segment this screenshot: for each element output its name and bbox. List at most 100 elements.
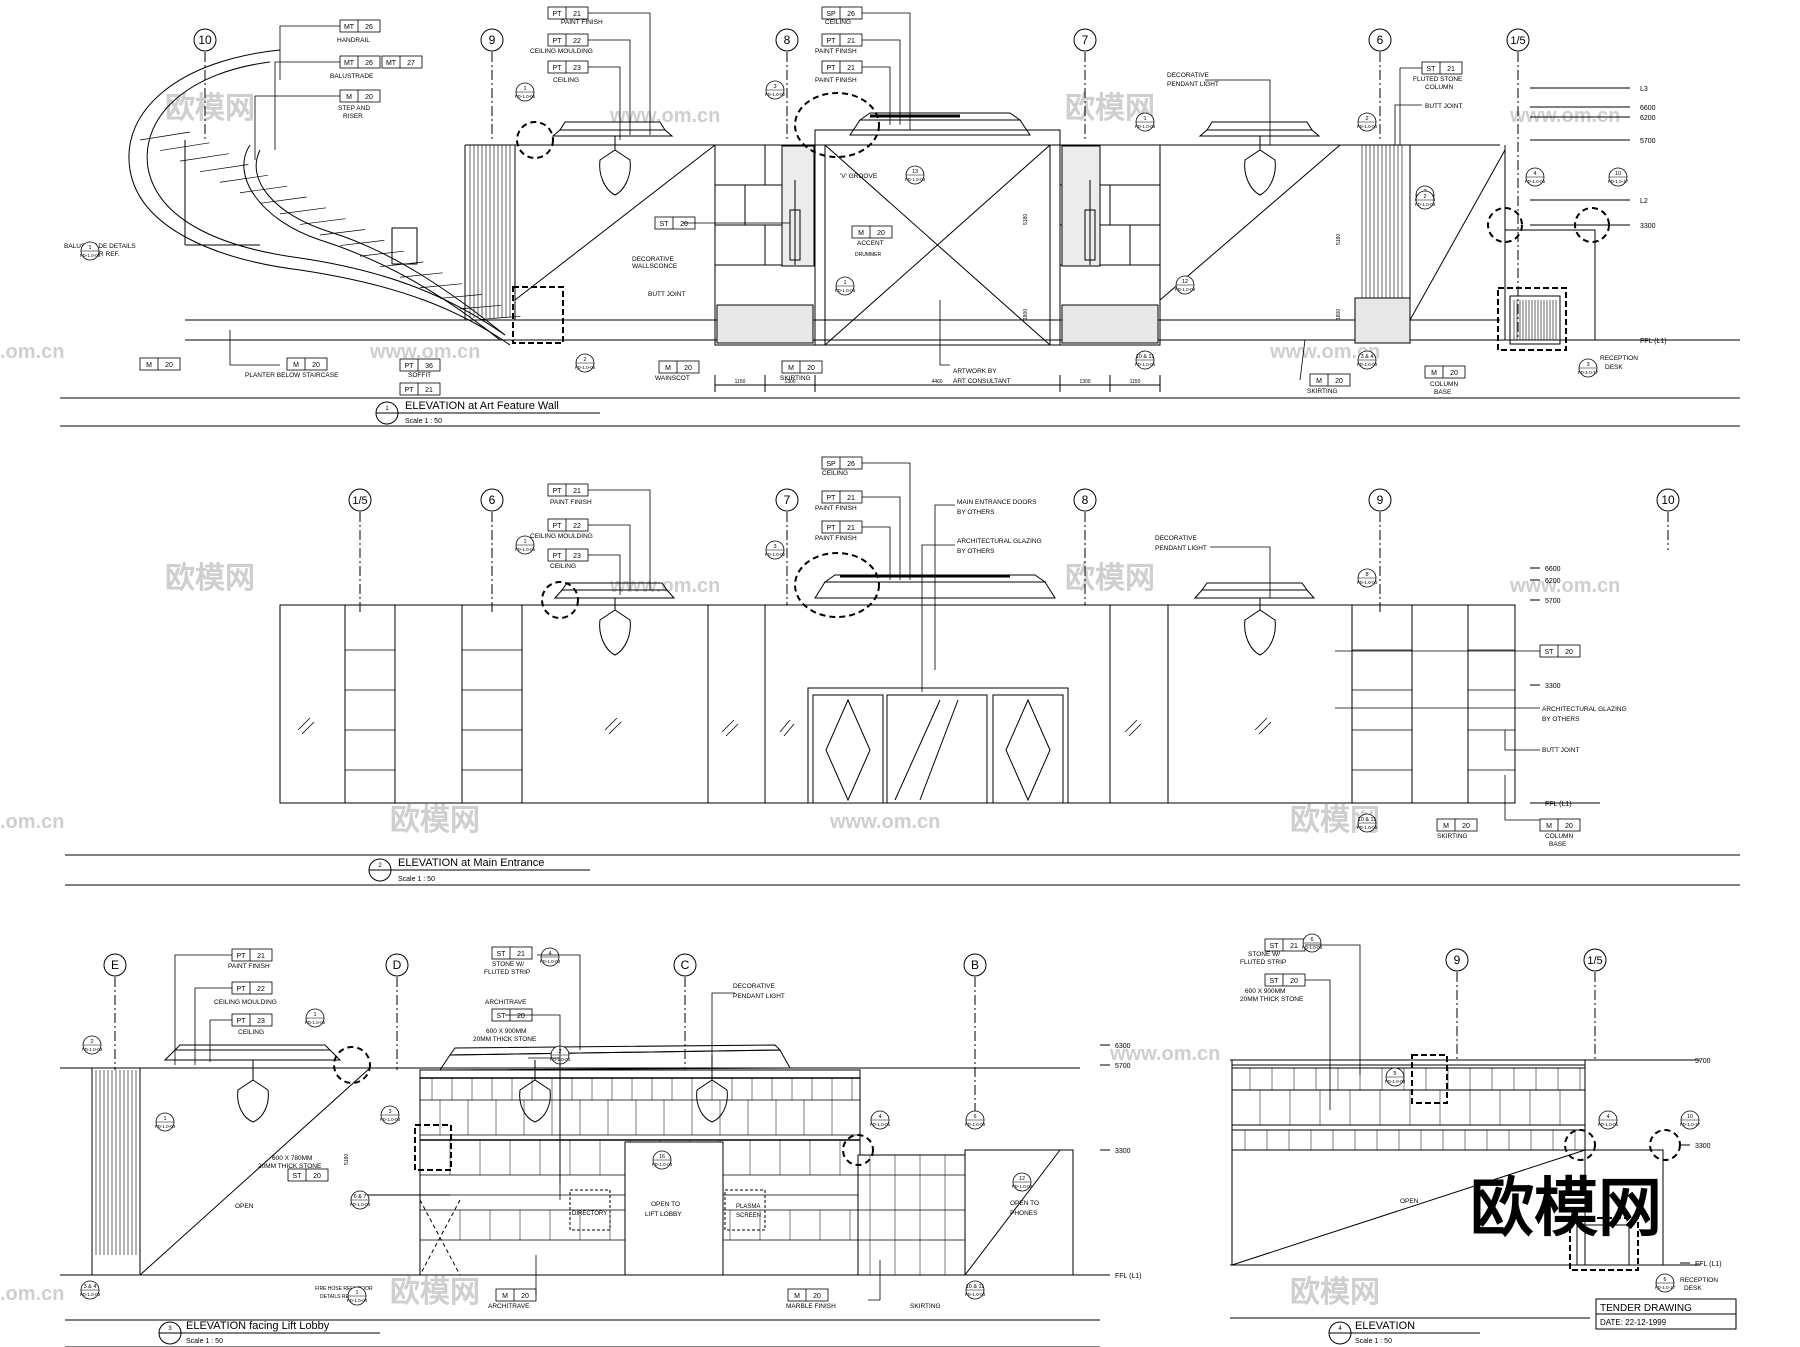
svg-text:3: 3 (388, 1109, 391, 1115)
svg-text:2: 2 (1423, 194, 1426, 200)
svg-text:L3: L3 (1640, 86, 1648, 93)
svg-text:2: 2 (583, 357, 586, 363)
dimension-string-1: 1150 1300 4460 1300 1150 5180 5180 1800 … (714, 214, 1342, 392)
svg-text:16: 16 (659, 1154, 665, 1160)
detail-reference: 2FD-1.0-06 (575, 353, 596, 373)
svg-text:ACCENT: ACCENT (857, 240, 884, 247)
svg-text:DRUMMER: DRUMMER (855, 252, 881, 258)
svg-text:FFL (L1): FFL (L1) (1695, 1261, 1722, 1268)
svg-text:1: 1 (843, 280, 846, 286)
svg-text:2: 2 (1365, 116, 1368, 122)
svg-text:E: E (111, 958, 119, 972)
level-markers-4: 5700 3300 FFL (L1) (1680, 1058, 1722, 1268)
svg-text:C: C (681, 958, 690, 972)
svg-text:PAINT FINISH: PAINT FINISH (815, 48, 857, 55)
svg-text:PT: PT (405, 387, 415, 394)
grid-marker: C (673, 953, 697, 1070)
svg-text:20: 20 (1290, 978, 1298, 985)
svg-text:ST: ST (1270, 978, 1280, 985)
svg-text:8: 8 (1365, 572, 1368, 578)
svg-text:600 X 900MM: 600 X 900MM (486, 1028, 526, 1035)
svg-text:CEILING: CEILING (553, 77, 579, 84)
svg-text:1800: 1800 (1023, 309, 1029, 320)
svg-text:BASE: BASE (1434, 389, 1452, 396)
detail-references-1: 1FD-1.0-053FD-1.0-0213FD-1.0-031FD-1.0-0… (80, 80, 1629, 378)
detail-reference: 3FD-1.0-03 (380, 1105, 401, 1125)
svg-text:FD-1.0-03: FD-1.0-03 (1135, 124, 1156, 129)
svg-text:FD-1.0-05: FD-1.0-05 (870, 1122, 891, 1127)
svg-text:4: 4 (878, 1114, 881, 1120)
svg-text:D: D (393, 958, 402, 972)
svg-text:10 & 11: 10 & 11 (1358, 817, 1377, 823)
leaders-4 (1305, 944, 1361, 1110)
svg-text:20: 20 (313, 1173, 321, 1180)
svg-text:M: M (146, 362, 152, 369)
svg-text:ST: ST (497, 951, 507, 958)
svg-text:2: 2 (378, 863, 382, 869)
svg-text:FD-1.0-03: FD-1.0-03 (1012, 1184, 1033, 1189)
svg-text:FD-1.0-17: FD-1.0-17 (1680, 1122, 1701, 1127)
svg-text:1/5: 1/5 (1510, 35, 1525, 47)
annotations-1: HANDRAIL BALUSTRADE STEP AND RISER PAINT… (64, 19, 1638, 396)
svg-text:20: 20 (680, 221, 688, 228)
svg-text:BUTT JOINT: BUTT JOINT (1542, 747, 1579, 754)
svg-text:M: M (1431, 370, 1437, 377)
elevation-1-title-text: ELEVATION at Art Feature Wall (405, 400, 559, 412)
detail-reference: 4FD-1.0-05 (1525, 167, 1546, 187)
ceiling-domes-1 (551, 112, 1321, 137)
elevation-4-title-text: ELEVATION (1355, 1320, 1415, 1332)
svg-text:FD-1.0-04: FD-1.0-04 (347, 1298, 368, 1303)
svg-text:DETAILS REFER: DETAILS REFER (320, 1294, 359, 1300)
svg-text:DECORATIVE: DECORATIVE (733, 983, 775, 990)
watermark-brand: 欧模网 (165, 92, 255, 125)
svg-text:Scale 1 : 50: Scale 1 : 50 (398, 876, 435, 883)
svg-text:6600: 6600 (1545, 566, 1561, 573)
svg-text:20MM THICK STONE: 20MM THICK STONE (473, 1036, 537, 1043)
svg-text:27: 27 (407, 60, 415, 67)
svg-text:21: 21 (517, 951, 525, 958)
svg-text:M: M (502, 1293, 508, 1300)
svg-text:FD-1.0-05: FD-1.0-05 (1525, 179, 1546, 184)
svg-text:9: 9 (1377, 493, 1384, 507)
svg-text:DESK: DESK (1605, 364, 1623, 371)
svg-text:MT: MT (344, 60, 355, 67)
annotations-2: CEILING PAINT FINISH PAINT FINISH PAINT … (530, 470, 1627, 848)
svg-text:7: 7 (784, 493, 791, 507)
svg-text:9: 9 (1454, 953, 1461, 967)
svg-text:ART CONSULTANT: ART CONSULTANT (953, 378, 1011, 385)
svg-text:BY OTHERS: BY OTHERS (957, 509, 995, 516)
svg-text:20MM THICK STONE: 20MM THICK STONE (1240, 996, 1304, 1003)
svg-text:3300: 3300 (1545, 683, 1561, 690)
svg-text:DECORATIVE: DECORATIVE (1155, 535, 1197, 542)
grid-marker: B (963, 953, 987, 1120)
svg-text:3: 3 (168, 1326, 172, 1332)
svg-text:FD-1.0-03: FD-1.0-03 (905, 177, 926, 182)
detail-reference: 1FD-1.0-03 (835, 276, 856, 296)
watermark-suffix: .om.cn (0, 341, 64, 363)
svg-text:3 & 4: 3 & 4 (84, 1284, 97, 1290)
svg-text:FD-1.0-05: FD-1.0-05 (515, 94, 536, 99)
svg-text:FD-1.0-05: FD-1.0-05 (515, 547, 536, 552)
svg-text:PENDANT LIGHT: PENDANT LIGHT (1155, 545, 1207, 552)
svg-text:1: 1 (385, 406, 389, 412)
svg-text:DESK: DESK (1684, 1285, 1702, 1292)
detail-reference: 8FD-1.0-03 (1357, 568, 1378, 588)
svg-text:M: M (1443, 823, 1449, 830)
tender-date: DATE: 22-12-1999 (1600, 1318, 1667, 1327)
svg-text:PT: PT (237, 1018, 247, 1025)
main-entrance-wall (279, 552, 1600, 804)
svg-text:1/5: 1/5 (1587, 955, 1602, 967)
detail-reference: 6FD-1.0-03 (965, 1110, 986, 1130)
svg-text:Scale 1 : 50: Scale 1 : 50 (405, 418, 442, 425)
grid-marker: 8 (775, 28, 799, 140)
svg-text:FD-1.0-03: FD-1.0-03 (1357, 124, 1378, 129)
